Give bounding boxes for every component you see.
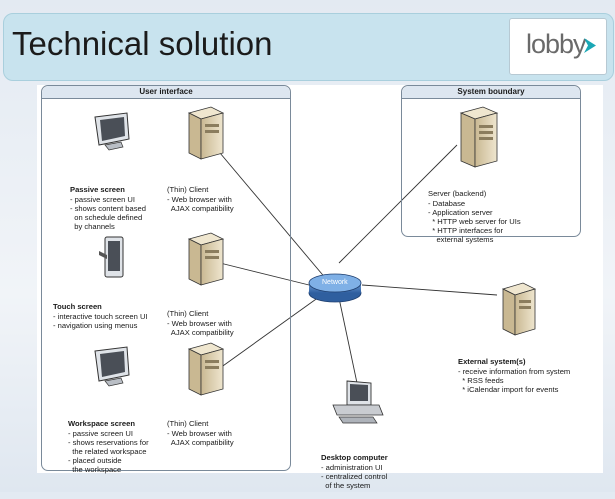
external-systems-label: External system(s)- receive information … — [458, 339, 570, 403]
desktop-computer-label: Desktop computer- administration UI - ce… — [321, 435, 388, 499]
thin-client-label-1: (Thin) Client- Web browser with AJAX com… — [167, 167, 234, 222]
thin-client-title-3: (Thin) Client — [167, 419, 209, 429]
thin-client-description-3: - Web browser with AJAX compatibility — [167, 428, 234, 447]
touch-screen-description: - interactive touch screen UI - navigati… — [53, 311, 148, 330]
thin-client-label-3: (Thin) Client- Web browser with AJAX com… — [167, 401, 234, 456]
network-label: Network — [322, 279, 348, 286]
workspace-screen-monitor-icon — [94, 346, 130, 387]
user-interface-header: User interface — [42, 86, 290, 99]
diagram-graphics — [94, 106, 537, 424]
link-desktop-network — [338, 297, 358, 384]
passive-screen-description: - passive screen UI - shows content base… — [70, 194, 146, 232]
thin-client-description-1: - Web browser with AJAX compatibility — [167, 194, 234, 213]
link-external-network — [361, 284, 498, 296]
thin-client-label-2: (Thin) Client- Web browser with AJAX com… — [167, 291, 234, 346]
backend-server-tower-icon — [459, 106, 499, 168]
workspace-screen-title: Workspace screen — [68, 419, 135, 429]
link-client2-network — [219, 262, 310, 286]
desktop-computer-icon — [332, 380, 384, 424]
server-title: Server (backend) — [428, 189, 487, 199]
server-description: - Database - Application server * HTTP w… — [428, 198, 521, 245]
logo-arrow-icon — [584, 38, 596, 53]
connection-lines — [219, 144, 498, 384]
network-hub-icon — [308, 273, 362, 303]
external-systems-description: - receive information from system * RSS … — [458, 366, 571, 395]
thin-client-title-2: (Thin) Client — [167, 309, 209, 319]
thin-client-tower-icon-1 — [187, 106, 225, 160]
passive-screen-label: Passive screen- passive screen UI - show… — [70, 167, 146, 241]
workspace-screen-description: - passive screen UI - shows reservations… — [68, 428, 149, 475]
link-client1-network — [219, 152, 328, 281]
server-label: Server (backend)- Database - Application… — [428, 171, 521, 254]
system-boundary-header: System boundary — [402, 86, 580, 99]
passive-screen-title: Passive screen — [70, 185, 125, 195]
touch-screen-label: Touch screen- interactive touch screen U… — [53, 284, 148, 339]
external-systems-title: External system(s) — [458, 357, 526, 367]
link-client3-network — [219, 296, 320, 369]
user-interface-group: User interface — [41, 85, 291, 471]
external-system-tower-icon — [501, 282, 537, 336]
thin-client-description-2: - Web browser with AJAX compatibility — [167, 318, 234, 337]
workspace-screen-label: Workspace screen- passive screen UI - sh… — [68, 401, 149, 484]
thin-client-tower-icon-2 — [187, 232, 225, 286]
touch-screen-device-icon — [99, 236, 124, 278]
desktop-computer-description: - administration UI - centralized contro… — [321, 462, 388, 491]
thin-client-title-1: (Thin) Client — [167, 185, 209, 195]
lobby-logo: lobby — [509, 18, 607, 75]
link-server-network — [338, 144, 458, 264]
thin-client-tower-icon-3 — [187, 342, 225, 396]
architecture-diagram: User interface System boundary Network P… — [37, 85, 603, 490]
system-boundary-group: System boundary — [401, 85, 581, 237]
touch-screen-title: Touch screen — [53, 302, 102, 312]
desktop-computer-title: Desktop computer — [321, 453, 388, 463]
slide-title: Technical solution — [12, 25, 273, 62]
passive-screen-monitor-icon — [94, 112, 130, 151]
logo-wordmark: lobby — [526, 29, 587, 59]
